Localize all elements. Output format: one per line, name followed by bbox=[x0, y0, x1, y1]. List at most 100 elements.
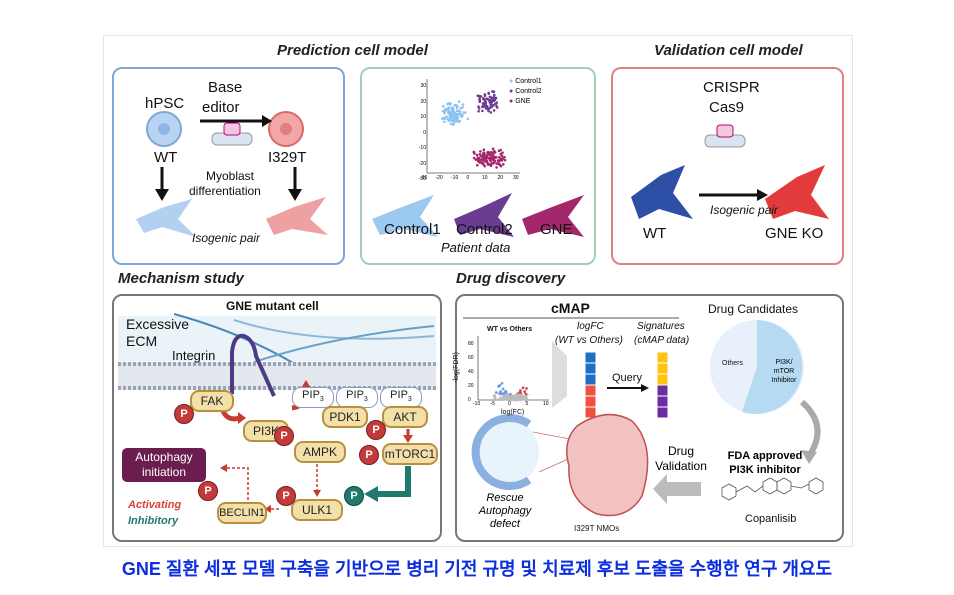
tick-label: -20 bbox=[418, 160, 426, 167]
tsne-point bbox=[484, 155, 487, 159]
volcano-point bbox=[524, 397, 528, 401]
volcano-title: WT vs Others bbox=[487, 326, 533, 333]
phospho-icon: P bbox=[366, 420, 386, 440]
tick-label: 20 bbox=[420, 98, 426, 105]
volcano-point bbox=[496, 398, 500, 402]
control1-label: Control1 bbox=[384, 221, 441, 238]
rescue-label-3: defect bbox=[490, 518, 520, 530]
tsne-point bbox=[448, 115, 451, 118]
pip3-label: PIP bbox=[390, 389, 408, 401]
tsne-point bbox=[500, 158, 504, 162]
tsne-point bbox=[492, 161, 495, 165]
gne-mutant-cell-title: GNE mutant cell bbox=[226, 299, 319, 313]
volcano-point bbox=[500, 381, 504, 385]
tsne-point bbox=[492, 109, 496, 112]
tsne-point bbox=[487, 109, 490, 113]
tsne-point bbox=[487, 98, 490, 101]
tsne-point bbox=[489, 164, 493, 168]
tsne-point bbox=[492, 104, 495, 107]
tick-label: 80 bbox=[468, 341, 474, 347]
autophagy-initiation-box: Autophagy initiation bbox=[122, 448, 206, 482]
tsne-point bbox=[457, 100, 461, 103]
tsne-point bbox=[453, 112, 457, 115]
logfc-label-2: (WT vs Others) bbox=[555, 335, 623, 346]
figure-caption: GNE 질환 세포 모델 구축을 기반으로 병리 기전 규명 및 치료제 후보 … bbox=[121, 559, 833, 579]
tsne-point bbox=[461, 114, 464, 117]
tsne-point bbox=[476, 94, 480, 98]
tsne-point bbox=[482, 103, 485, 106]
tsne-point bbox=[449, 102, 452, 106]
tsne-point bbox=[484, 105, 488, 109]
tsne-point bbox=[447, 111, 450, 115]
tsne-point bbox=[481, 161, 484, 164]
tsne-point bbox=[493, 155, 496, 159]
volcano-point bbox=[525, 387, 528, 390]
tsne-point bbox=[502, 162, 505, 166]
tsne-point bbox=[458, 110, 462, 113]
tsne-point bbox=[454, 118, 458, 122]
myoblast-label-1: Myoblast bbox=[206, 169, 255, 183]
copanlisib-label: Copanlisib bbox=[745, 513, 797, 525]
volcano-point bbox=[504, 394, 507, 397]
tsne-point bbox=[484, 102, 488, 105]
tsne-point bbox=[493, 159, 497, 163]
legend-label: Control2 bbox=[515, 88, 542, 95]
tsne-point bbox=[461, 105, 464, 109]
rescue-label-1: Rescue bbox=[486, 492, 524, 504]
tsne-point bbox=[490, 98, 493, 102]
legend-label: Control1 bbox=[515, 78, 542, 85]
tsne-point bbox=[475, 153, 479, 157]
ecm-label-1: Excessive bbox=[126, 316, 190, 332]
tick-label: 0 bbox=[466, 175, 470, 181]
ecm-label-2: ECM bbox=[126, 333, 158, 349]
tsne-point bbox=[447, 118, 450, 121]
volcano-x-label: log(FC) bbox=[501, 409, 525, 416]
pdk1-node: PDK1 bbox=[322, 406, 368, 428]
beclin1-node: BECLIN1 bbox=[217, 502, 267, 524]
tsne-point bbox=[500, 154, 504, 158]
pip3-subscript: 3 bbox=[319, 396, 324, 404]
cmap-title: cMAP bbox=[551, 300, 590, 316]
drug-illustrations bbox=[463, 317, 824, 517]
pie-others-label: Others bbox=[722, 360, 744, 367]
tsne-point bbox=[490, 150, 493, 154]
tsne-point bbox=[495, 166, 498, 169]
tsne-point bbox=[493, 151, 497, 154]
rescue-label-2: Autophagy bbox=[478, 505, 532, 517]
inhibitor-label: Inhibitor bbox=[771, 377, 797, 384]
legend-control2: ● Control2 bbox=[509, 88, 542, 95]
validation-label: Validation bbox=[655, 459, 707, 473]
tick-label: -10 bbox=[473, 401, 481, 407]
tsne-plot bbox=[372, 79, 584, 237]
tsne-point bbox=[444, 107, 447, 111]
tsne-point bbox=[486, 151, 490, 154]
copanlisib-structure bbox=[721, 477, 824, 501]
tick-label: 40 bbox=[468, 369, 474, 375]
cas9-label: Cas9 bbox=[709, 99, 745, 116]
base-editor-label-1: Base bbox=[208, 79, 243, 96]
tsne-point bbox=[441, 109, 445, 113]
volcano-y-label: -log(FDR) bbox=[452, 352, 460, 383]
patient-data-label: Patient data bbox=[441, 240, 511, 255]
volcano-point bbox=[507, 394, 511, 398]
pip3-node: PIP3 bbox=[380, 387, 422, 409]
tsne-point bbox=[497, 149, 501, 153]
tick-label: -30 bbox=[418, 176, 426, 182]
tsne-point bbox=[489, 159, 492, 162]
cmap-signature-bar bbox=[656, 351, 669, 419]
tsne-point bbox=[491, 147, 495, 151]
ulk1-node: ULK1 bbox=[291, 499, 343, 521]
tsne-point bbox=[457, 120, 461, 124]
nmo-label: I329T NMOs bbox=[574, 524, 620, 533]
integrin-label: Integrin bbox=[172, 348, 216, 363]
volcano-point bbox=[518, 397, 522, 401]
isogenic-label: Isogenic pair bbox=[710, 203, 779, 217]
volcano-point bbox=[494, 391, 498, 394]
tsne-point bbox=[477, 105, 480, 108]
tick-label: -30 bbox=[420, 175, 428, 181]
tsne-point bbox=[494, 102, 498, 106]
tsne-point bbox=[481, 109, 484, 113]
tsne-point bbox=[503, 155, 506, 159]
tick-label: 20 bbox=[468, 383, 474, 389]
